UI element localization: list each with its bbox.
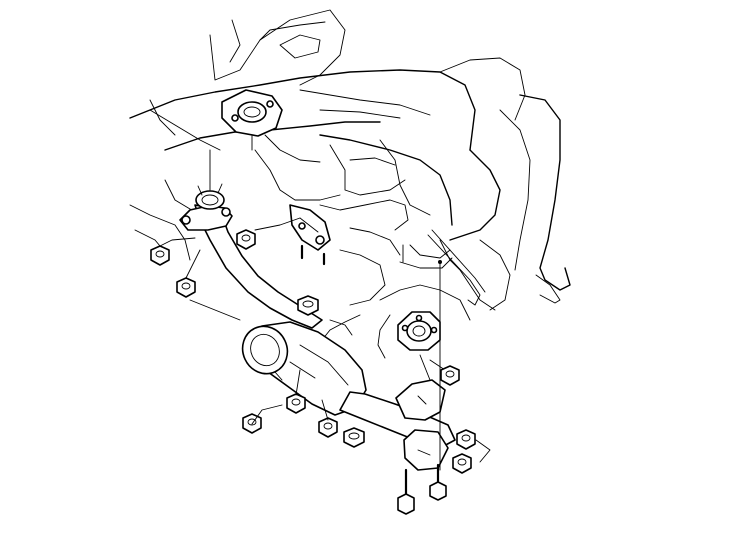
nut xyxy=(456,429,476,450)
upper-flange-gasket xyxy=(209,89,283,191)
leader-lines xyxy=(159,237,491,471)
nut xyxy=(236,229,256,250)
bolt xyxy=(300,244,326,266)
rear-pipe xyxy=(339,379,456,471)
nut xyxy=(176,277,196,298)
nut xyxy=(318,417,338,438)
engine-outline xyxy=(129,9,571,381)
front-exhaust-pipe xyxy=(179,183,323,329)
bolt xyxy=(429,463,447,501)
bracket xyxy=(254,204,331,251)
mid-flange-gasket xyxy=(397,311,441,351)
nut xyxy=(286,393,306,414)
nut xyxy=(150,245,170,266)
catalytic-converter xyxy=(241,321,367,416)
nut xyxy=(343,427,365,448)
bolt xyxy=(397,468,415,515)
nut xyxy=(452,453,472,474)
nut xyxy=(440,365,460,386)
nut xyxy=(297,295,319,316)
nuts xyxy=(150,229,476,474)
bolts xyxy=(300,244,447,515)
